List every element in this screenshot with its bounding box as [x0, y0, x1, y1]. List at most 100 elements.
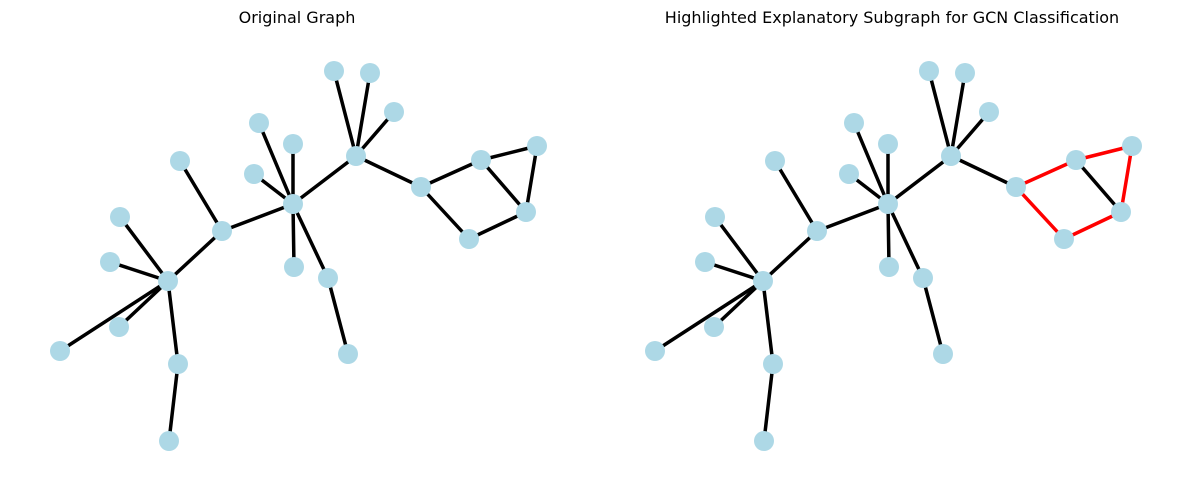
original-graph-panel: Original Graph [0, 0, 594, 490]
graph-canvas [645, 61, 1142, 451]
graph-edge [713, 215, 765, 283]
graph-edge [773, 159, 819, 233]
graph-node [754, 431, 774, 451]
graph-node [807, 221, 827, 241]
graph-edge [921, 276, 945, 356]
graph-edge [118, 215, 170, 283]
graph-node [158, 271, 178, 291]
graph-node [168, 354, 188, 374]
graph-edge [178, 159, 224, 233]
highlighted-edge [1014, 185, 1066, 241]
graph-node [283, 134, 303, 154]
graph-node [1006, 177, 1026, 197]
graph-edge [291, 202, 330, 280]
graph-node [384, 102, 404, 122]
graph-node [212, 221, 232, 241]
graph-edge [815, 202, 890, 233]
graph-edge [166, 229, 224, 283]
graph-edge [852, 121, 890, 206]
graph-edge [220, 202, 295, 233]
graph-node [249, 113, 269, 133]
graph-node [704, 317, 724, 337]
graph-node [324, 61, 344, 81]
graph-node [109, 317, 129, 337]
graph-node [1122, 136, 1142, 156]
graph-node [941, 146, 961, 166]
graph-node [338, 344, 358, 364]
graph-node [1111, 202, 1131, 222]
graph-node [705, 207, 725, 227]
graph-node [471, 150, 491, 170]
graph-node [763, 354, 783, 374]
graph-edge [949, 154, 1018, 189]
graph-node [459, 229, 479, 249]
graph-edge [479, 158, 528, 214]
graph-edge [886, 202, 925, 280]
graph-node [527, 136, 547, 156]
graph-node [878, 134, 898, 154]
graph-node [878, 194, 898, 214]
highlighted-edge [1119, 144, 1134, 214]
graph-edge [761, 279, 775, 366]
graph-edge [257, 121, 295, 206]
graph-node [933, 344, 953, 364]
graph-edge [166, 279, 180, 366]
graph-node [284, 257, 304, 277]
graph-edge [108, 260, 170, 283]
explanatory-subgraph-panel: Highlighted Explanatory Subgraph for GCN… [595, 0, 1189, 490]
graph-node [360, 63, 380, 83]
graph-node [411, 177, 431, 197]
graph-node [879, 257, 899, 277]
graph-node [100, 252, 120, 272]
graph-edge [354, 154, 423, 189]
graph-edge [886, 154, 953, 206]
graph-node [913, 268, 933, 288]
graph-node [1054, 229, 1074, 249]
graph-edge [326, 276, 350, 356]
graph-edge [58, 279, 170, 353]
graph-edge [524, 144, 539, 214]
graph-node [170, 151, 190, 171]
graph-edge [291, 202, 296, 269]
graph-node [110, 207, 130, 227]
graph-edge [712, 279, 765, 329]
panel-title: Highlighted Explanatory Subgraph for GCN… [664, 8, 1120, 27]
graph-canvas [50, 61, 547, 451]
graph-node [839, 164, 859, 184]
graph-edge [762, 362, 775, 443]
graph-edge [703, 260, 765, 283]
graph-edge [467, 210, 528, 241]
graph-node [159, 431, 179, 451]
graph-node [50, 341, 70, 361]
graph-edge [761, 229, 819, 283]
graph-edge [167, 362, 180, 443]
graph-node [318, 268, 338, 288]
graph-edge [354, 71, 372, 158]
graph-node [645, 341, 665, 361]
graph-node [753, 271, 773, 291]
graph-node [979, 102, 999, 122]
highlighted-edge [1014, 158, 1078, 189]
graph-edge [419, 185, 471, 241]
graph-edge [653, 279, 765, 353]
graph-edge [886, 202, 891, 269]
graph-edge [419, 158, 483, 189]
graph-edge [1074, 158, 1123, 214]
graph-edge [117, 279, 170, 329]
graph-edge [927, 69, 953, 158]
graph-node [244, 164, 264, 184]
graph-node [955, 63, 975, 83]
graph-node [283, 194, 303, 214]
graph-node [919, 61, 939, 81]
highlighted-edge [1062, 210, 1123, 241]
graph-edge [332, 69, 358, 158]
graph-edge [291, 154, 358, 206]
graph-node [844, 113, 864, 133]
graph-edge [949, 71, 967, 158]
graph-node [516, 202, 536, 222]
graph-node [346, 146, 366, 166]
graph-node [1066, 150, 1086, 170]
panel-title: Original Graph [238, 8, 356, 27]
graph-node [695, 252, 715, 272]
graph-node [765, 151, 785, 171]
